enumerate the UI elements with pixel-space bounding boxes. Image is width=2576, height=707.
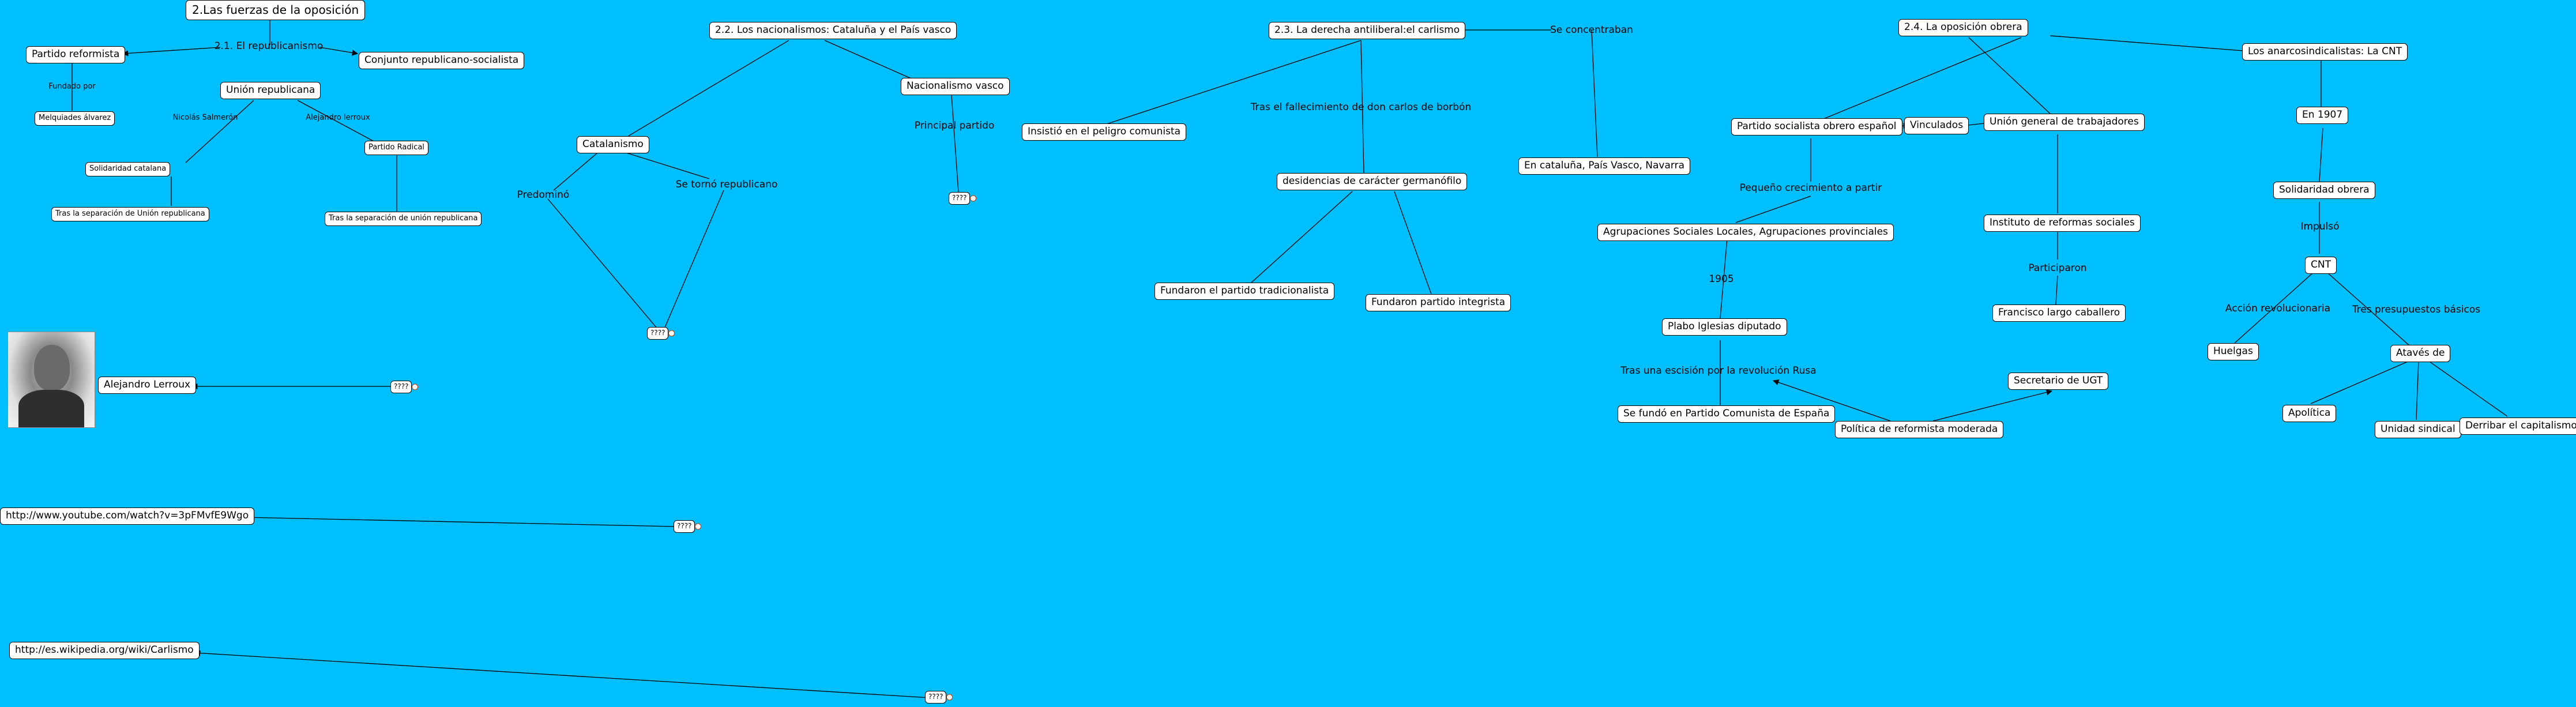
phrase-se-concentraban: Se concentraban — [1550, 24, 1633, 36]
phrase-nicolas-salmeron: Nicolás Salmerón — [172, 113, 238, 122]
node-psoe[interactable]: Partido socialista obrero español — [1731, 118, 1902, 136]
node-fundaron-tradicionalista[interactable]: Fundaron el partido tradicionalista — [1155, 283, 1335, 300]
phrase-accion-revolucionaria: Acción revolucionaria — [2225, 303, 2331, 314]
node-nacionalismo-vasco[interactable]: Nacionalismo vasco — [901, 78, 1010, 95]
node-q-vasco[interactable]: ???? — [949, 192, 977, 205]
node-cataluna-pais-vasco[interactable]: En cataluña, País Vasco, Navarra — [1518, 157, 1691, 175]
node-apolitica[interactable]: Apolítica — [2282, 405, 2337, 422]
node-nacionalismos[interactable]: 2.2. Los nacionalismos: Cataluña y el Pa… — [709, 22, 957, 39]
node-tras-separacion-1[interactable]: Tras la separación de Unión republicana — [51, 207, 209, 221]
node-vinculados[interactable]: Vinculados — [1904, 117, 1969, 134]
node-desidencias[interactable]: desidencias de carácter germanófilo — [1277, 173, 1468, 190]
node-q-catalan[interactable]: ???? — [647, 327, 675, 340]
node-insistio[interactable]: Insistió en el peligro comunista — [1022, 123, 1187, 141]
phrase-republicanismo: 2.1. El republicanismo — [214, 40, 324, 52]
phrase-participaron: Participaron — [2028, 262, 2087, 274]
phrase-impulso: Impulsó — [2300, 221, 2340, 232]
phrase-tras-fallecimiento: Tras el fallecimiento de don carlos de b… — [1250, 101, 1472, 113]
phrase-fundado-por: Fundado por — [48, 82, 96, 91]
resource-icon[interactable] — [695, 523, 702, 530]
node-pce[interactable]: Se fundó en Partido Comunista de España — [1618, 405, 1836, 423]
node-agrupaciones[interactable]: Agrupaciones Sociales Locales, Agrupacio… — [1597, 224, 1894, 241]
node-derribar-capitalismo[interactable]: Derribar el capitalismo — [2460, 418, 2576, 435]
node-atraves-de[interactable]: Atavés de — [2390, 345, 2451, 362]
node-wikipedia-link[interactable]: http://es.wikipedia.org/wiki/Carlismo — [9, 642, 200, 659]
node-conjunto-rep-soc[interactable]: Conjunto republicano-socialista — [359, 52, 525, 69]
portrait-face — [34, 345, 70, 391]
node-q-lerroux[interactable]: ???? — [390, 381, 419, 393]
node-politica-reformista[interactable]: Política de reformista moderada — [1835, 421, 2004, 438]
node-tras-separacion-2[interactable]: Tras la separación de unión republicana — [325, 212, 482, 226]
phrase-predomino: Predominó — [517, 189, 570, 201]
node-partido-radical[interactable]: Partido Radical — [364, 141, 428, 155]
node-oposicion-obrera[interactable]: 2.4. La oposición obrera — [1898, 19, 2028, 36]
node-huelgas[interactable]: Huelgas — [2208, 343, 2259, 360]
node-melquiades[interactable]: Melquiades álvarez — [35, 111, 115, 126]
node-plabo[interactable]: Plabo Iglesias diputado — [1662, 318, 1787, 336]
resource-icon[interactable] — [412, 383, 419, 390]
node-largo-caballero[interactable]: Francisco largo caballero — [1992, 304, 2126, 322]
node-fuerzas-oposicion[interactable]: 2.Las fuerzas de la oposición — [186, 0, 366, 20]
node-anarcosindicalistas[interactable]: Los anarcosindicalistas: La CNT — [2242, 43, 2408, 61]
phrase-pequeno-crecimiento: Pequeño crecimiento a partir — [1739, 182, 1882, 194]
node-solidaridad-obrera[interactable]: Solidaridad obrera — [2273, 182, 2375, 199]
node-q-youtube[interactable]: ???? — [674, 520, 702, 533]
node-derecha-antiliberal[interactable]: 2.3. La derecha antiliberal:el carlismo — [1269, 22, 1466, 39]
node-unidad-sindical[interactable]: Unidad sindical — [2375, 421, 2461, 438]
resource-icon[interactable] — [970, 195, 977, 202]
node-catalanismo[interactable]: Catalanismo — [577, 136, 649, 153]
node-cnt[interactable]: CNT — [2305, 257, 2337, 274]
node-q-wiki[interactable]: ???? — [925, 691, 953, 704]
node-youtube-link[interactable]: http://www.youtube.com/watch?v=3pFMvfE9W… — [0, 507, 255, 525]
node-en-1907[interactable]: En 1907 — [2296, 107, 2349, 124]
resource-icon[interactable] — [946, 694, 953, 701]
node-alejandro-lerroux[interactable]: Alejandro Lerroux — [98, 377, 197, 394]
phrase-alejandro-lerroux: Alejandro lerroux — [306, 113, 370, 122]
node-ugt[interactable]: Unión general de trabajadores — [1984, 114, 2145, 131]
node-solidaridad-catalana[interactable]: Solidaridad catalana — [85, 162, 171, 176]
phrase-principal-partido: Principal partido — [914, 120, 995, 131]
node-union-republicana[interactable]: Unión republicana — [220, 82, 321, 99]
portrait-image — [7, 332, 95, 428]
phrase-1905: 1905 — [1709, 273, 1734, 285]
resource-icon[interactable] — [668, 330, 675, 337]
phrase-se-torno-republicano: Se tornó republicano — [675, 179, 778, 190]
node-instituto[interactable]: Instituto de reformas sociales — [1984, 215, 2141, 232]
portrait-suit — [18, 390, 84, 427]
node-secretario-ugt[interactable]: Secretario de UGT — [2008, 373, 2109, 390]
phrase-tras-escision: Tras una escisión por la revolución Rusa — [1620, 365, 1817, 377]
node-fundaron-integrista[interactable]: Fundaron partido integrista — [1366, 294, 1511, 311]
phrase-tres-presupuestos: Tres presupuestos básicos — [2352, 304, 2481, 315]
node-partido-reformista[interactable]: Partido reformista — [26, 46, 126, 63]
